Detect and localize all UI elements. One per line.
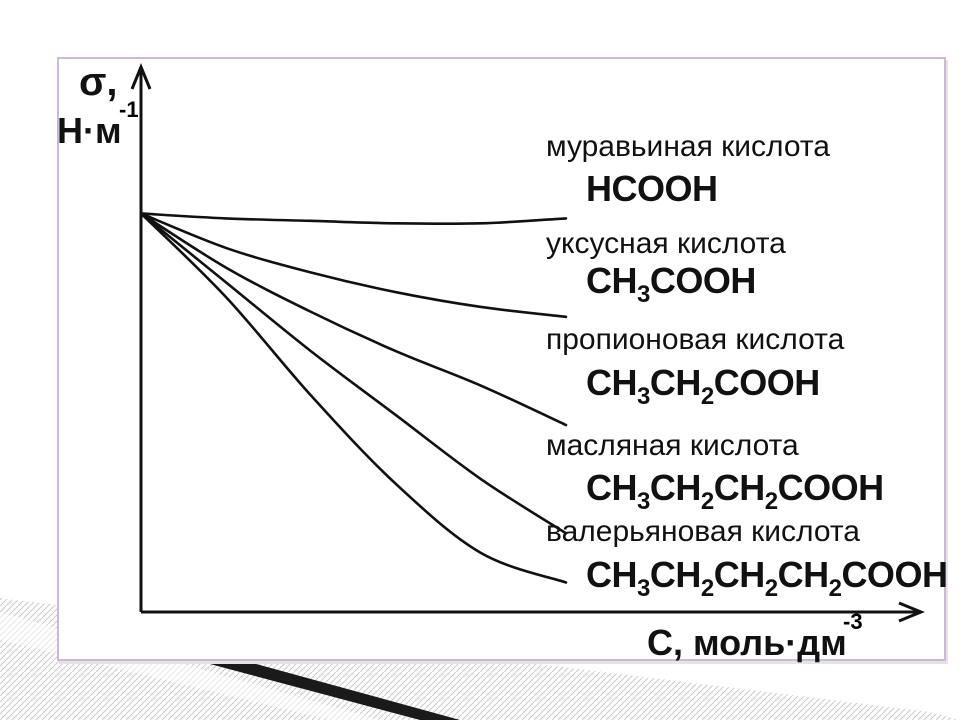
series-formula-formic: HCOOH — [586, 168, 718, 209]
series-name-propionic: пропионовая кислота — [546, 323, 845, 356]
series-name-acetic: уксусная кислота — [546, 227, 786, 260]
series-formula-valeric: CH3CH2CH2CH2COOH — [586, 554, 948, 602]
series-formula-propionic: CH3CH2COOH — [586, 362, 820, 410]
chart-frame: σ, Н·м -1 С, моль·дм -3 муравьиная кисло… — [57, 57, 948, 663]
series-formula-butyric: CH3CH2CH2COOH — [586, 467, 884, 515]
y-axis-arrow — [130, 63, 152, 90]
x-axis-arrow — [898, 601, 925, 623]
series-line-butyric — [139, 212, 568, 535]
x-axis-label: С, моль·дм — [647, 622, 847, 663]
plot-area — [130, 63, 925, 623]
series-line-valeric — [139, 212, 568, 584]
series-formula-acetic: CH3COOH — [586, 260, 756, 308]
x-axis-label-exponent: -3 — [843, 609, 863, 634]
series-name-butyric: масляная кислота — [546, 429, 799, 462]
series-name-formic: муравьиная кислота — [546, 130, 830, 163]
series-line-formic — [139, 212, 568, 226]
series-line-acetic — [139, 212, 568, 319]
series-name-valeric: валерьяновая кислота — [546, 515, 860, 548]
y-axis-unit: Н·м — [57, 110, 122, 151]
series-line-propionic — [139, 212, 568, 427]
y-axis-symbol: σ, — [79, 60, 118, 104]
y-axis-unit-exponent: -1 — [119, 97, 139, 122]
